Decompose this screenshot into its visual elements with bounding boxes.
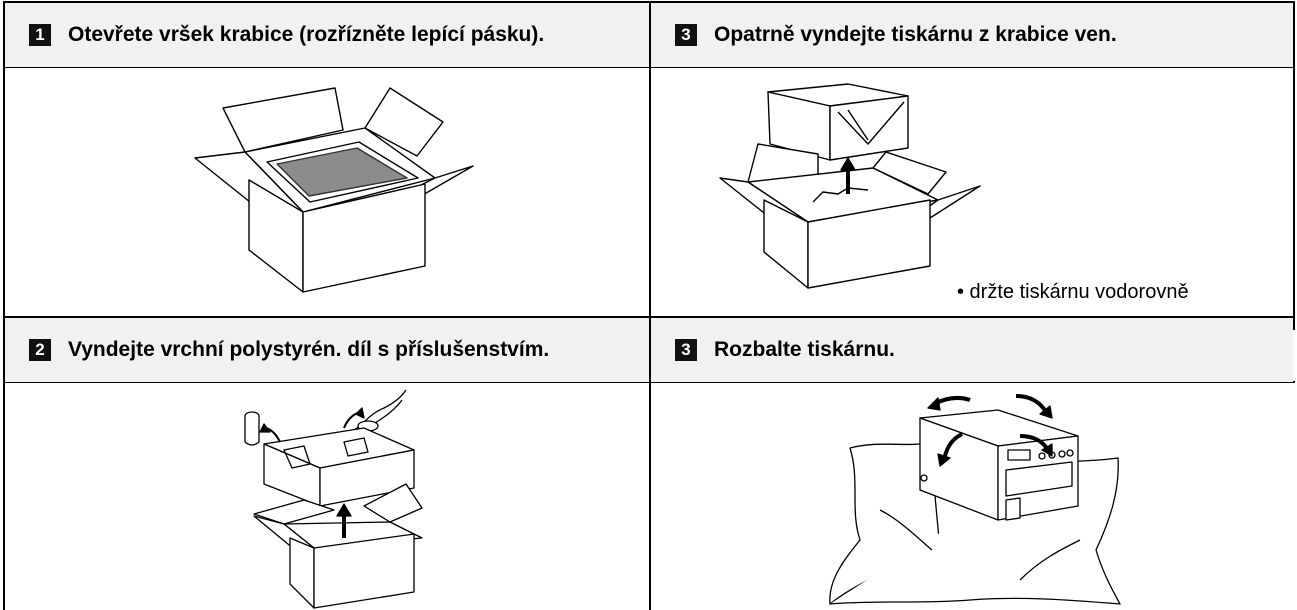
unwrap-printer-illustration xyxy=(820,390,1130,606)
remove-polystyrene-illustration xyxy=(244,388,454,610)
step-header-3b: 3 Rozbalte tiskárnu. xyxy=(651,318,1293,382)
row-1-bottom xyxy=(3,316,1295,318)
step-title: Rozbalte tiskárnu. xyxy=(714,338,895,361)
hold-level-note: • držte tiskárnu vodorovně xyxy=(957,281,1189,303)
step-number-badge: 1 xyxy=(29,24,51,46)
step-number-badge: 3 xyxy=(675,339,697,361)
step-title: Vyndejte vrchní polystyrén. díl s příslu… xyxy=(68,338,550,361)
open-box-illustration xyxy=(185,80,485,302)
step-title: Opatrně vyndejte tiskárnu z krabice ven. xyxy=(714,23,1117,46)
top-border xyxy=(3,1,1295,3)
center-divider xyxy=(649,1,651,610)
step-header-1: 1 Otevřete vršek krabice (rozřízněte lep… xyxy=(5,3,649,67)
header-1-bottom xyxy=(3,66,1295,68)
step-number-badge: 3 xyxy=(675,24,697,46)
step-header-3a: 3 Opatrně vyndejte tiskárnu z krabice ve… xyxy=(651,3,1293,67)
left-border xyxy=(3,1,5,610)
step-title: Otevřete vršek krabice (rozřízněte lepíc… xyxy=(68,23,545,46)
right-border xyxy=(1293,1,1295,330)
step-number-badge: 2 xyxy=(29,339,51,361)
step-header-2: 2 Vyndejte vrchní polystyrén. díl s přís… xyxy=(5,318,649,382)
lift-printer-illustration xyxy=(718,82,988,292)
header-2-bottom xyxy=(3,381,1295,383)
